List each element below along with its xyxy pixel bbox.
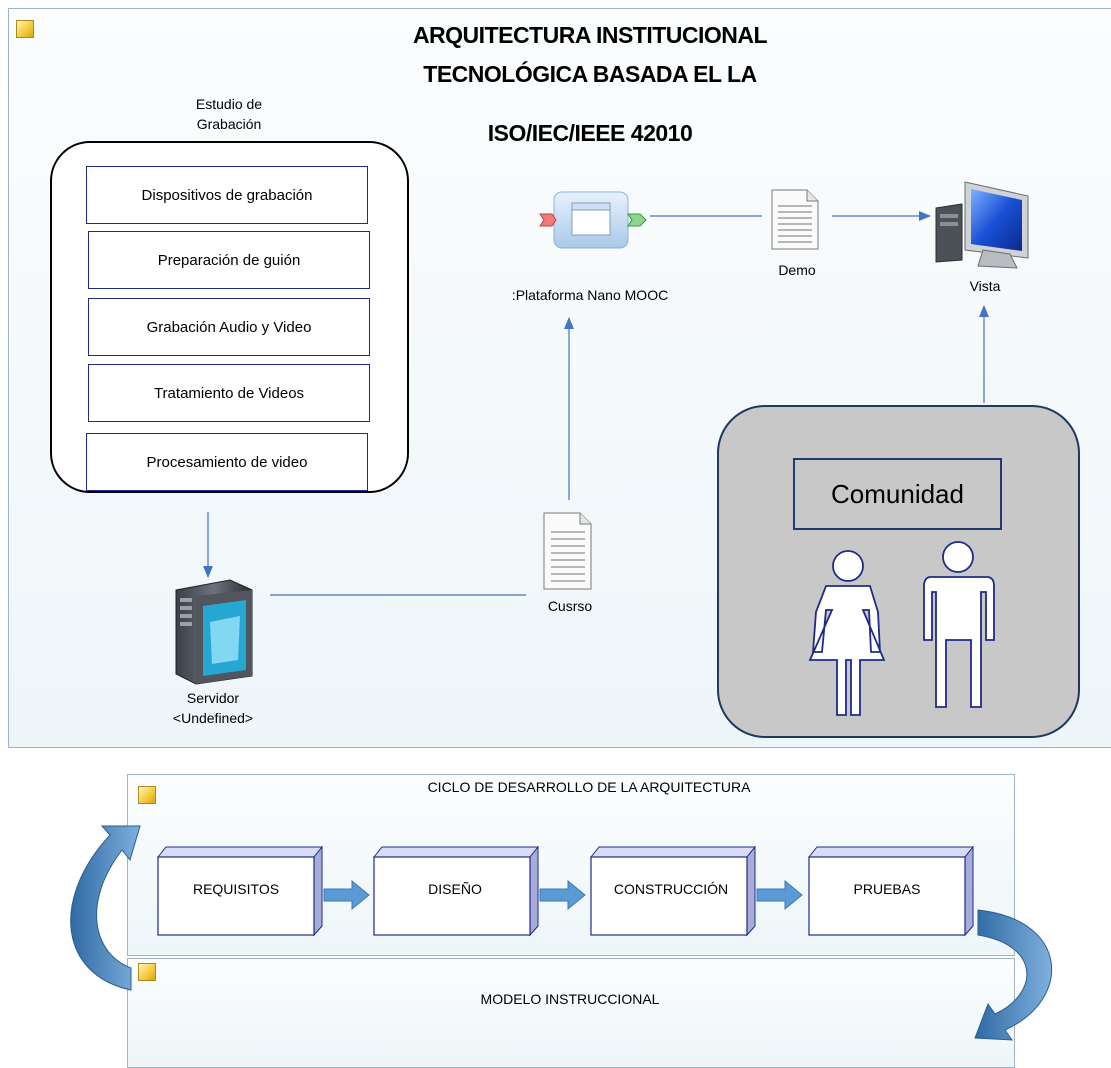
model-panel (127, 958, 1015, 1068)
studio-item-audio-video-recording: Grabación Audio y Video (88, 298, 370, 356)
community-title-box: Comunidad (793, 458, 1002, 530)
server-label-line2: <Undefined> (172, 710, 254, 726)
demo-label: Demo (778, 262, 816, 278)
document-icon (543, 512, 592, 590)
server-label-line1: Servidor (186, 690, 240, 706)
diagram-title-line2: TECNOLÓGICA BASADA EL LA (423, 61, 757, 87)
curso-label: Cusrso (547, 598, 593, 614)
stage-label-construccion: CONSTRUCCIÓN (613, 881, 729, 897)
studio-item-recording-devices: Dispositivos de grabación (86, 166, 368, 224)
woman-icon (808, 550, 886, 716)
note-pin-icon (16, 20, 34, 38)
vista-label: Vista (969, 278, 1001, 294)
note-pin-icon (138, 963, 156, 981)
stage-label-diseno: DISEÑO (428, 881, 482, 897)
stage-box-pruebas (807, 845, 975, 937)
arrow-diseno-construccion (539, 879, 586, 911)
stage-box-requisitos (156, 845, 324, 937)
studio-label-line2: Grabación (196, 116, 262, 132)
server-tower-icon (175, 579, 253, 685)
computer-monitor-icon (935, 181, 1029, 269)
arrow-construccion-pruebas (756, 879, 803, 911)
cycle-return-arrow-left (70, 825, 141, 991)
platform-component-icon (539, 191, 647, 249)
stage-label-requisitos: REQUISITOS (192, 881, 280, 897)
cycle-title: CICLO DE DESARROLLO DE LA ARQUITECTURA (427, 779, 751, 795)
arrow-requisitos-diseno (323, 879, 370, 911)
document-icon (771, 189, 819, 250)
studio-item-video-treatment: Tratamiento de Videos (88, 364, 370, 422)
diagram-title-line1: ARQUITECTURA INSTITUCIONAL (412, 22, 768, 48)
cycle-forward-arrow-right (974, 909, 1053, 1041)
stage-label-pruebas: PRUEBAS (853, 881, 921, 897)
studio-item-script-preparation: Preparación de guión (88, 231, 370, 289)
note-pin-icon (138, 786, 156, 804)
diagram-title-line3: ISO/IEC/IEEE 42010 (487, 120, 693, 146)
platform-label: :Plataforma Nano MOOC (511, 287, 669, 303)
stage-box-construccion (589, 845, 757, 937)
stage-box-diseno (372, 845, 540, 937)
model-title: MODELO INSTRUCCIONAL (480, 991, 660, 1007)
man-icon (923, 541, 995, 708)
studio-label-line1: Estudio de (195, 96, 263, 112)
studio-item-video-processing: Procesamiento de video (86, 433, 368, 491)
